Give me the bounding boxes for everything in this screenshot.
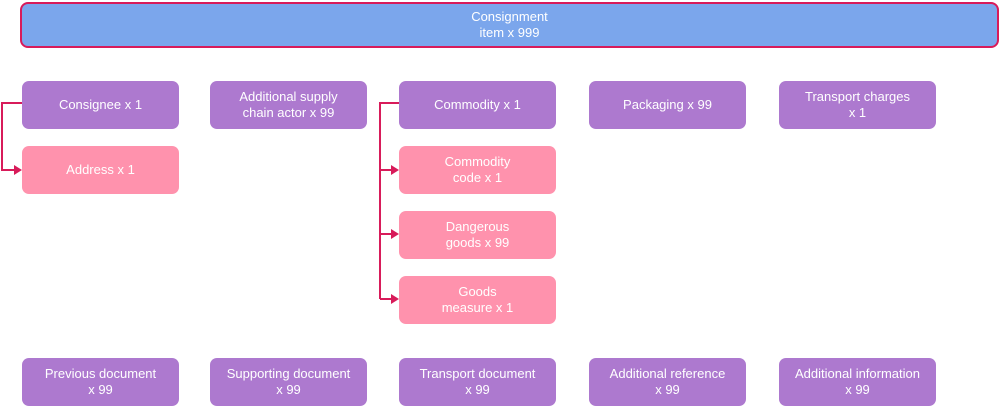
additional-information-node: Additional information x 99 — [779, 358, 936, 406]
arrowhead-address — [14, 165, 22, 175]
packaging-node: Packaging x 99 — [589, 81, 746, 129]
arrowhead-goods-measure — [391, 294, 399, 304]
consignment-item-node: Consignment item x 999 — [20, 2, 999, 48]
supporting-document-node: Supporting document x 99 — [210, 358, 367, 406]
arrowhead-dangerous-goods — [391, 229, 399, 239]
commodity-code-node: Commodity code x 1 — [399, 146, 556, 194]
consignee-node: Consignee x 1 — [22, 81, 179, 129]
additional-supply-chain-actor-node: Additional supply chain actor x 99 — [210, 81, 367, 129]
additional-reference-node: Additional reference x 99 — [589, 358, 746, 406]
connector-commodity-trunk — [379, 102, 399, 299]
arrowhead-commodity-code — [391, 165, 399, 175]
connector-consignee-address — [1, 102, 22, 171]
address-node: Address x 1 — [22, 146, 179, 194]
dangerous-goods-node: Dangerous goods x 99 — [399, 211, 556, 259]
previous-document-node: Previous document x 99 — [22, 358, 179, 406]
goods-measure-node: Goods measure x 1 — [399, 276, 556, 324]
transport-charges-node: Transport charges x 1 — [779, 81, 936, 129]
commodity-node: Commodity x 1 — [399, 81, 556, 129]
transport-document-node: Transport document x 99 — [399, 358, 556, 406]
